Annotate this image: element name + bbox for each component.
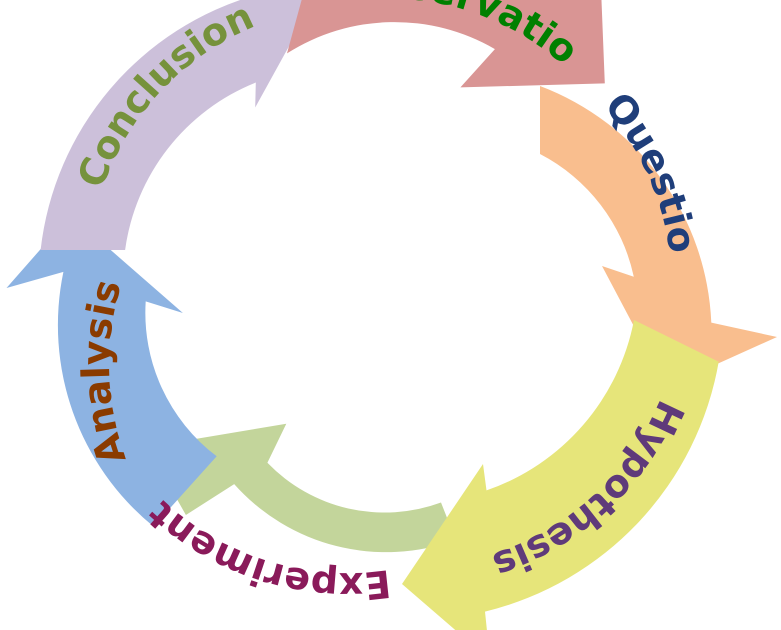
arrow-hypothesis bbox=[402, 320, 719, 630]
arrow-experiment bbox=[147, 423, 456, 553]
label-conclusion-text: Conclusion bbox=[69, 0, 260, 193]
label-conclusion: Conclusion bbox=[69, 0, 260, 193]
cycle-arrows bbox=[6, 0, 777, 630]
arrow-question bbox=[540, 86, 777, 387]
arrow-observation bbox=[287, 0, 605, 88]
arrow-conclusion bbox=[40, 0, 315, 250]
arrow-analysis bbox=[6, 215, 217, 527]
